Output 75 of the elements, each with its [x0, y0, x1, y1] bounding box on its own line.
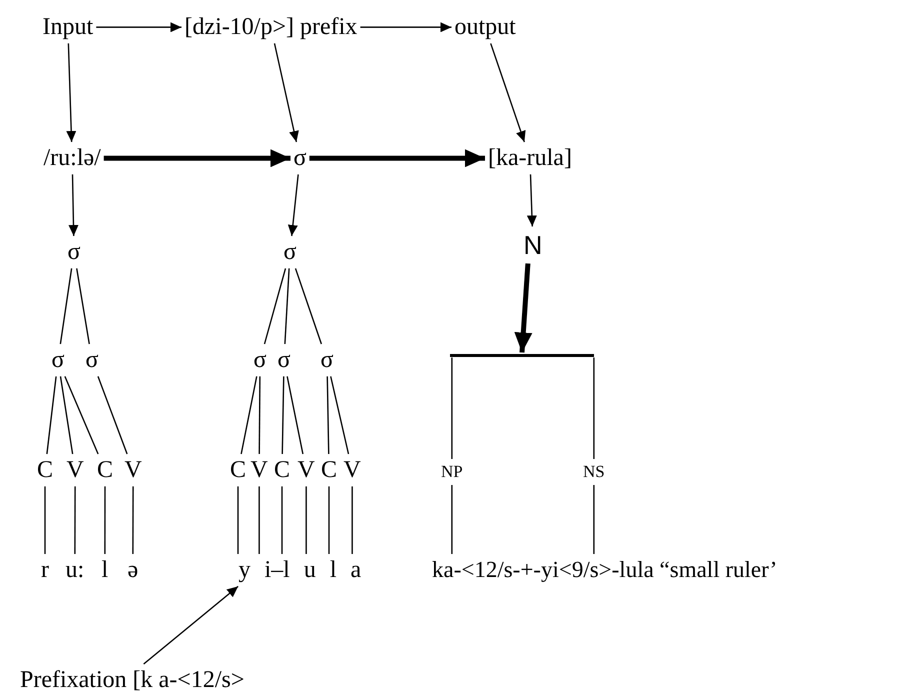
syllable-symbol: σ: [320, 347, 334, 374]
cv-slot: V: [344, 457, 361, 484]
cv-slot: C: [230, 457, 246, 484]
arrow: [66, 43, 76, 142]
cv-slot: C: [37, 457, 54, 484]
arrow: [288, 174, 299, 236]
tree-line: [593, 358, 595, 459]
category-label: NP: [441, 462, 463, 482]
tree-line: [281, 486, 283, 554]
form-label: [ka-rula]: [488, 145, 572, 172]
arrow: [514, 263, 532, 353]
tree-line: [97, 376, 128, 454]
cv-slot: V: [66, 457, 84, 484]
arrow: [96, 22, 182, 32]
bracket-bar: [450, 354, 594, 356]
tree-line: [60, 376, 74, 454]
syllable-symbol: σ: [294, 145, 306, 172]
cv-slot: V: [298, 457, 315, 484]
syllable-symbol: σ: [254, 347, 266, 374]
syllable-symbol: σ: [284, 239, 296, 266]
arrow: [526, 174, 537, 227]
category-label: NS: [583, 462, 605, 482]
tree-line: [352, 486, 353, 554]
tree-line: [284, 268, 290, 344]
tree-line: [76, 268, 90, 344]
arrow: [309, 149, 485, 168]
header-term: [dzi-10/p>] prefix: [184, 14, 358, 40]
segment-label: r: [41, 557, 49, 584]
cv-slot: C: [321, 457, 338, 484]
arrow: [274, 43, 299, 142]
cv-slot: C: [97, 457, 114, 484]
tree-line: [258, 486, 260, 554]
tree-line: [282, 376, 284, 454]
arrow: [104, 149, 290, 168]
tree-line: [451, 358, 453, 459]
arrow: [143, 586, 239, 664]
syllable-symbol: σ: [68, 239, 80, 266]
arrow: [490, 43, 526, 142]
cv-slot: C: [274, 457, 290, 484]
gloss-text: ka-<12/s-+-yi<9/s>-lula “small ruler’: [432, 557, 778, 583]
category-label: N: [524, 230, 542, 260]
syllable-symbol: σ: [86, 347, 98, 374]
tree-line: [286, 376, 304, 454]
tree-line: [451, 485, 453, 554]
segment-label: l: [102, 557, 108, 584]
tree-line: [328, 486, 330, 554]
header-term: output: [454, 14, 516, 40]
form-label: /ru:lə/: [44, 145, 101, 172]
arrow: [360, 22, 452, 32]
tree-line: [330, 376, 350, 454]
tree-line: [258, 376, 261, 454]
tree-line: [60, 268, 72, 344]
tree-line: [326, 376, 330, 454]
tree-line: [46, 376, 57, 454]
tree-line: [44, 486, 46, 554]
tree-line: [104, 486, 106, 554]
tree-line: [264, 268, 286, 344]
segment-label: u:: [66, 557, 84, 584]
tree-line: [306, 486, 307, 554]
header-term: Input: [42, 14, 94, 40]
cv-slot: V: [124, 457, 142, 484]
tree-line: [237, 486, 239, 554]
cv-slot: V: [250, 457, 268, 484]
syllable-symbol: σ: [278, 347, 290, 374]
process-note: Prefixation [k a-<12/s>: [20, 667, 244, 694]
segment-label: ə: [128, 557, 138, 584]
tree-line: [74, 486, 76, 554]
tree-line: [64, 376, 99, 454]
tree-line: [132, 486, 134, 554]
tree-line: [294, 268, 322, 344]
syllable-symbol: σ: [52, 347, 64, 374]
tree-line: [240, 376, 258, 454]
arrow: [68, 174, 78, 236]
tree-line: [593, 485, 595, 554]
segment-text: y i–l u l a: [238, 557, 362, 584]
